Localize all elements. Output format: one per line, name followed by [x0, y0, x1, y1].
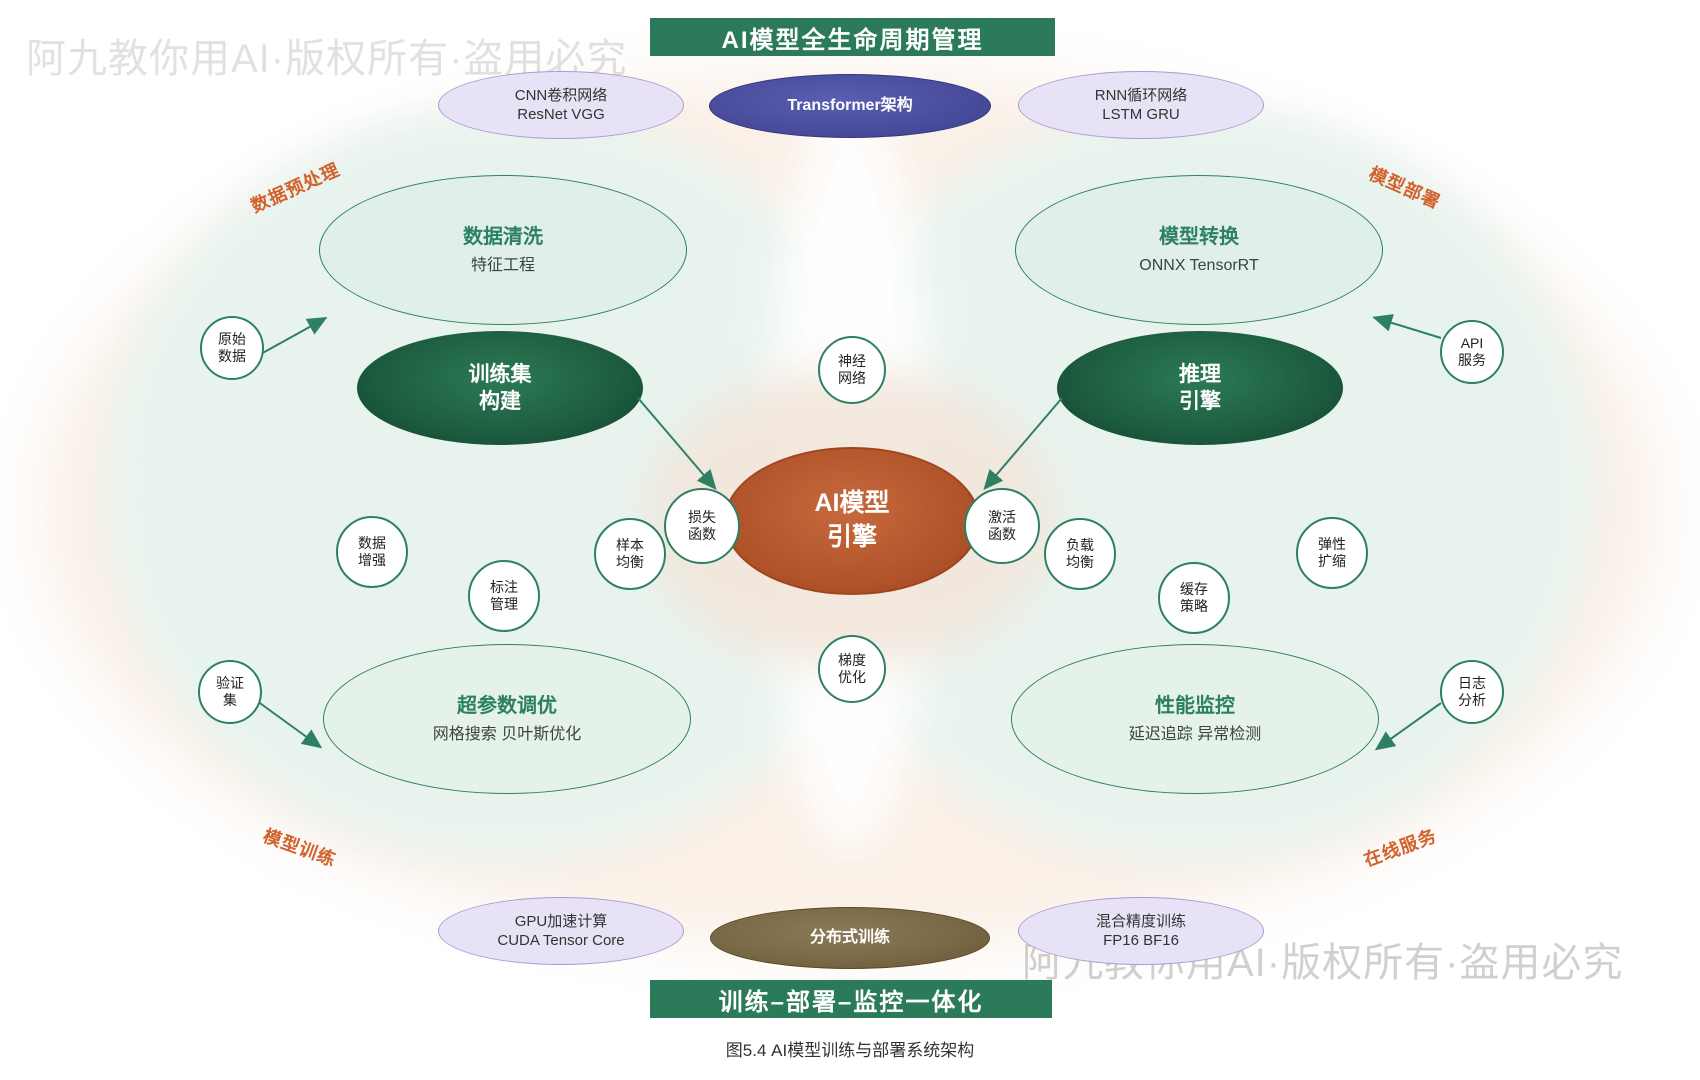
stage-data-cleaning: 数据清洗 特征工程 [319, 175, 687, 325]
node-label-mgmt: 标注 管理 [468, 560, 540, 632]
stage-perf-monitor-subtitle: 延迟追踪 异常检测 [1128, 725, 1262, 743]
stage-data-cleaning-subtitle: 特征工程 [470, 256, 535, 274]
node-distributed-label: 分布式训练 [809, 928, 890, 946]
stage-hyperparam-tuning: 超参数调优 网格搜索 贝叶斯优化 [323, 644, 691, 794]
node-cnn-line1: CNN卷积网络 [514, 86, 608, 104]
node-api-service: API 服务 [1440, 320, 1504, 384]
node-mixed-line1: 混合精度训练 [1095, 912, 1186, 930]
stage-train-set: 训练集 构建 [357, 331, 643, 445]
node-mixed-line2: FP16 BF16 [1103, 932, 1179, 949]
stage-ai-engine: AI模型 引擎 [724, 447, 980, 595]
node-neural-net: 神经 网络 [818, 336, 886, 404]
node-validation-set: 验证 集 [198, 660, 262, 724]
node-sample-balance: 样本 均衡 [594, 518, 666, 590]
top-banner: AI模型全生命周期管理 [650, 18, 1055, 56]
stage-inference-line2: 引擎 [1179, 390, 1221, 413]
node-rnn-network: RNN循环网络 LSTM GRU [1018, 71, 1264, 139]
node-rnn-line1: RNN循环网络 [1094, 86, 1188, 104]
node-cnn-line2: ResNet VGG [517, 106, 605, 123]
stage-train-set-line2: 构建 [479, 390, 521, 413]
node-data-augment: 数据 增强 [336, 516, 408, 588]
stage-hyperparam-title: 超参数调优 [457, 694, 557, 717]
stage-model-convert-title: 模型转换 [1159, 225, 1239, 248]
stage-model-convert-subtitle: ONNX TensorRT [1139, 256, 1259, 274]
stage-perf-monitor: 性能监控 延迟追踪 异常检测 [1011, 644, 1379, 794]
stage-hyperparam-subtitle: 网格搜索 贝叶斯优化 [432, 725, 582, 743]
node-loss-fn: 损失 函数 [664, 488, 740, 564]
stage-inference-engine: 推理 引擎 [1057, 331, 1343, 445]
node-mixed-precision: 混合精度训练 FP16 BF16 [1018, 897, 1264, 965]
node-distributed-training: 分布式训练 [710, 907, 990, 969]
node-gpu-line1: GPU加速计算 [514, 912, 608, 930]
stage-train-set-line1: 训练集 [468, 362, 532, 386]
stage-data-cleaning-title: 数据清洗 [463, 225, 543, 248]
node-transformer: Transformer架构 [709, 74, 991, 138]
node-cnn-network: CNN卷积网络 ResNet VGG [438, 71, 684, 139]
node-elastic-scale: 弹性 扩缩 [1296, 517, 1368, 589]
node-gradient-opt: 梯度 优化 [818, 635, 886, 703]
node-raw-data: 原始 数据 [200, 316, 264, 380]
node-cache-strategy: 缓存 策略 [1158, 562, 1230, 634]
figure-caption: 图5.4 AI模型训练与部署系统架构 [725, 1041, 975, 1060]
node-rnn-line2: LSTM GRU [1102, 106, 1180, 123]
node-gpu-compute: GPU加速计算 CUDA Tensor Core [438, 897, 684, 965]
stage-ai-engine-line1: AI模型 [814, 489, 890, 518]
node-activation-fn: 激活 函数 [964, 488, 1040, 564]
node-log-analysis: 日志 分析 [1440, 660, 1504, 724]
node-gpu-line2: CUDA Tensor Core [497, 932, 625, 949]
bottom-banner: 训练–部署–监控一体化 [650, 980, 1052, 1018]
node-load-balance: 负载 均衡 [1044, 518, 1116, 590]
node-transformer-label: Transformer架构 [787, 96, 913, 114]
stage-perf-monitor-title: 性能监控 [1155, 694, 1235, 717]
stage-inference-line1: 推理 [1179, 362, 1221, 386]
stage-model-convert: 模型转换 ONNX TensorRT [1015, 175, 1383, 325]
stage-ai-engine-line2: 引擎 [826, 523, 877, 551]
